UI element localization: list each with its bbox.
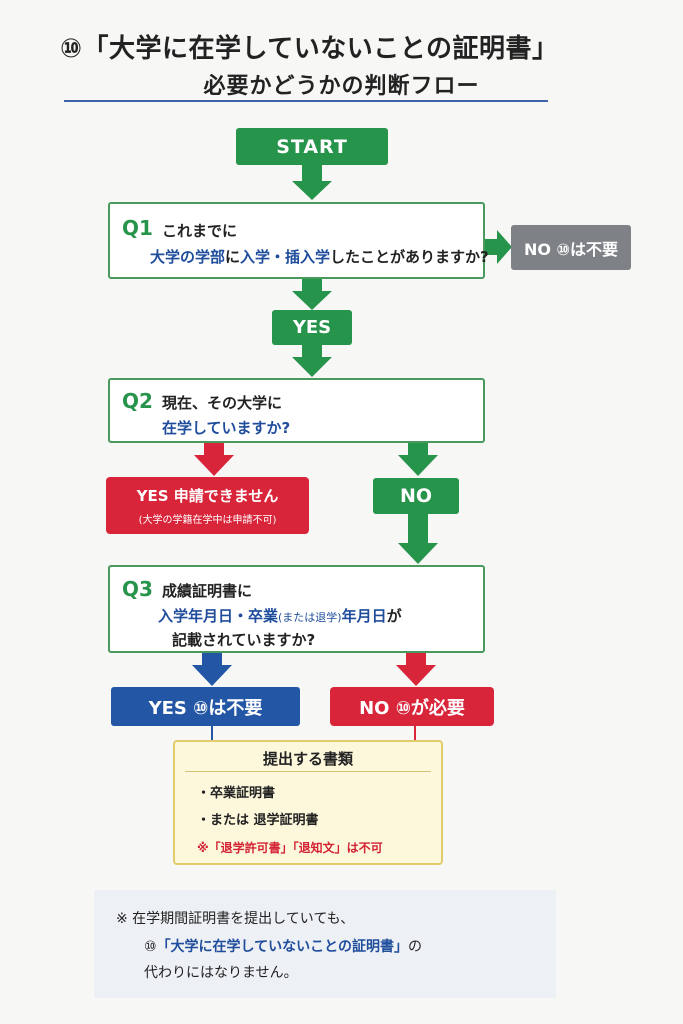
q2-no-node: NO — [373, 478, 459, 514]
arrow-q3-no-shaft — [406, 652, 426, 666]
q1-term-admission: 入学・插入学 — [240, 248, 331, 266]
arrow-start-q1-shaft — [302, 164, 322, 182]
q1-yes-node: YES — [272, 310, 352, 345]
arrow-q2-yes-head — [194, 455, 234, 476]
note-line3: 代わりにはなりません。 — [144, 965, 298, 981]
q3-term-admission: 入学年月日・卒業 — [158, 607, 279, 625]
arrow-q3-no-head — [396, 665, 436, 686]
q1-label: Q1 — [122, 216, 153, 240]
note-number: ⑩ — [144, 939, 157, 955]
page-subtitle: 必要かどうかの判断フロー — [203, 74, 480, 99]
q1-line1: これまでに — [162, 222, 238, 240]
q3-particle: が — [386, 607, 402, 625]
documents-divider — [185, 771, 431, 772]
q2-line1: 現在、その大学に — [162, 394, 283, 412]
documents-warning: ※「退学許可書」「退知文」は不可 — [197, 841, 383, 855]
q3-term-date: 年月日 — [341, 607, 387, 625]
q2-box: Q2 現在、その大学に 在学していますか? — [108, 378, 485, 443]
q1-term-faculty: 大学の学部 — [150, 248, 226, 266]
q3-no-result: NO ⑩が必要 — [330, 687, 494, 726]
documents-header: 提出する書類 — [262, 750, 353, 768]
start-node: START — [236, 128, 388, 165]
page-title: ⑩「大学に在学していないことの証明書」 — [60, 34, 559, 64]
arrow-no-q3-head — [398, 543, 438, 564]
documents-box: 提出する書類 ・卒業証明書 ・または 退学証明書 ※「退学許可書」「退知文」は不… — [173, 740, 443, 865]
arrow-q1-yes-head — [292, 291, 332, 310]
arrow-start-q1-head — [292, 181, 332, 200]
note-line1: ※ 在学期間証明書を提出していても、 — [116, 911, 355, 927]
q2-yes-result: YES 申請できません (大学の学籍在学中は申請不可) — [106, 477, 309, 534]
q3-line3: 記載されていますか? — [172, 631, 316, 649]
q3-term-withdrawal: (または退学) — [278, 611, 342, 624]
q2-yes-subtitle: (大学の学籍在学中は申請不可) — [138, 515, 277, 526]
arrow-yes-q2-head — [292, 357, 332, 377]
documents-item: ・または 退学証明書 — [197, 813, 319, 828]
q3-yes-result: YES ⑩は不要 — [111, 687, 300, 726]
arrow-yes-q2-shaft — [302, 344, 322, 358]
q1-particle: に — [225, 248, 241, 266]
q1-line2: 大学の学部に入学・插入学したことがありますか? — [150, 246, 489, 267]
note-line2: ⑩「大学に在学していないことの証明書」の — [144, 936, 422, 956]
arrow-q2-no-head — [398, 455, 438, 476]
title-divider — [64, 100, 548, 102]
note-certificate-name: 「大学に在学していないことの証明書」 — [156, 939, 409, 955]
arrow-q1-yes-shaft — [302, 278, 322, 292]
arrow-q1-no-head — [497, 230, 512, 264]
q1-no-result: NO ⑩は不要 — [511, 225, 631, 270]
q3-line2: 入学年月日・卒業(または退学)年月日が — [158, 605, 402, 626]
arrow-no-q3-shaft — [408, 514, 428, 544]
q3-label: Q3 — [122, 577, 153, 601]
q2-label: Q2 — [122, 389, 153, 413]
q3-box: Q3 成績証明書に 入学年月日・卒業(または退学)年月日が 記載されていますか? — [108, 565, 485, 653]
q1-question-end: したことがありますか? — [330, 248, 489, 266]
q2-line2: 在学していますか? — [162, 419, 291, 437]
arrow-q3-yes-head — [192, 665, 232, 686]
q3-line1: 成績証明書に — [162, 582, 253, 600]
arrow-q1-no-shaft — [484, 239, 498, 255]
arrow-q2-yes-shaft — [204, 442, 224, 456]
q2-yes-title: YES 申請できません — [136, 487, 279, 505]
note-particle: の — [408, 939, 423, 955]
q1-box: Q1 これまでに 大学の学部に入学・插入学したことがありますか? — [108, 202, 489, 279]
arrow-q3-yes-shaft — [202, 652, 222, 666]
note-box: ※ 在学期間証明書を提出していても、 ⑩「大学に在学していないことの証明書」の … — [94, 890, 556, 998]
arrow-q2-no-shaft — [408, 442, 428, 456]
documents-item: ・卒業証明書 — [197, 786, 276, 801]
